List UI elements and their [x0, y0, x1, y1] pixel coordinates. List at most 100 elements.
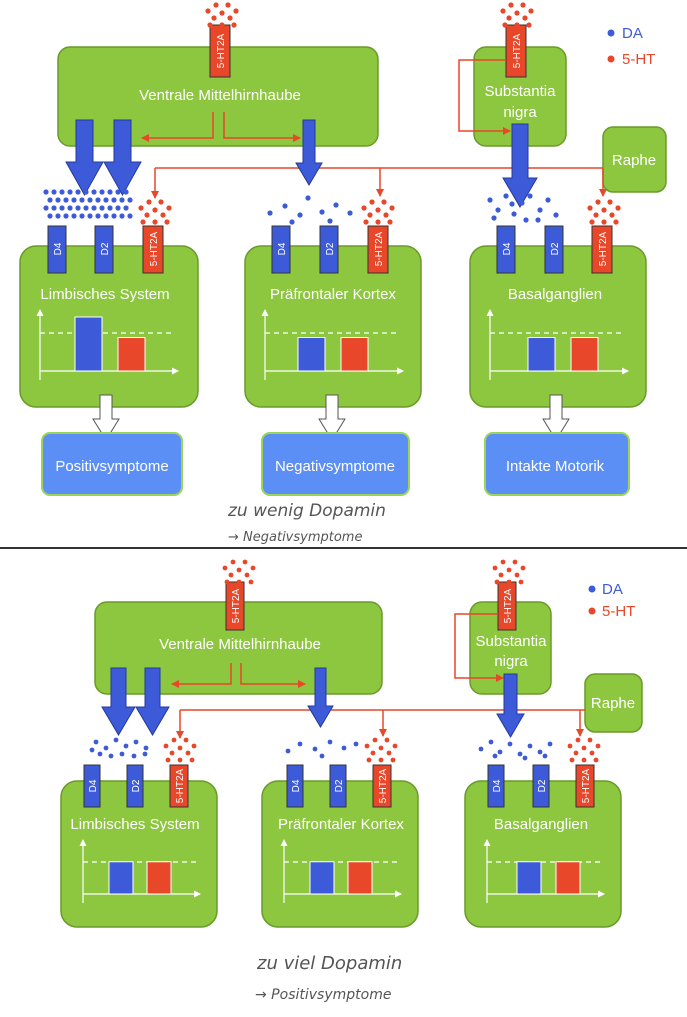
serotonin-dot: [228, 572, 234, 578]
serotonin-dot: [205, 8, 211, 14]
serotonin-dot: [177, 757, 183, 763]
vta-ht2a-receptor-bottom: [225, 581, 245, 631]
serotonin-dot: [160, 212, 166, 218]
dopamine-dot: [267, 210, 273, 216]
limbic-d4-receptor-bottom: [83, 764, 101, 808]
serotonin-dot: [575, 737, 581, 743]
serotonin-dot: [248, 579, 254, 585]
serotonin-dot: [601, 207, 607, 213]
prefrontal-ht2a-label-bottom: 5-HT2A: [378, 768, 389, 803]
vta-label-bottom: Ventrale Mittelhirnhaube: [159, 636, 321, 653]
output-basal-label: Intakte Motorik: [506, 458, 605, 475]
serotonin-dot: [506, 567, 512, 573]
serotonin-dot: [213, 2, 219, 8]
prefrontal-d2-label-bottom: D2: [334, 779, 345, 792]
top-chart-axes: [36, 309, 629, 380]
prefrontal-d2-receptor: [319, 225, 339, 274]
serotonin-dot: [236, 567, 242, 573]
serotonin-dot: [607, 199, 613, 205]
raphe-label-bottom: Raphe: [591, 695, 635, 712]
serotonin-dot: [384, 737, 390, 743]
serotonin-dot: [177, 745, 183, 751]
dopamine-dot: [478, 746, 484, 752]
serotonin-dot: [593, 757, 599, 763]
basal-d4-label-bottom: D4: [492, 779, 503, 792]
serotonin-dot: [500, 559, 506, 565]
serotonin-dot: [518, 579, 524, 585]
sn-ht2a-label: 5-HT2A: [512, 33, 523, 68]
limbic-d2-label-bottom: D2: [131, 779, 142, 792]
vta-limbic-arrow-2-bottom: [135, 667, 170, 736]
dopamine-dot: [523, 217, 529, 223]
serotonin-dot: [593, 212, 599, 218]
serotonin-dot: [498, 572, 504, 578]
serotonin-dot: [567, 743, 573, 749]
serotonin-dot: [363, 219, 369, 225]
serotonin-dot: [381, 199, 387, 205]
serotonin-dot: [191, 743, 197, 749]
bottom-receptors: D4 D2 5-HT2A D4 D2 5-HT2A D4 D2 5-HT2A: [83, 764, 595, 808]
legend: DA 5-HT: [607, 25, 655, 68]
positivsymptome-box: [41, 432, 183, 496]
dopamine-dot: [285, 748, 291, 754]
serotonin-dot: [231, 22, 237, 28]
dopamine-dot: [67, 189, 73, 195]
dopamine-dot: [507, 741, 513, 747]
serotonin-dot: [392, 743, 398, 749]
raphe-box-bottom: [584, 673, 643, 733]
serotonin-dot: [387, 219, 393, 225]
dopamine-dot: [59, 205, 65, 211]
limbic-d2-label: D2: [100, 242, 111, 255]
dopamine-dot: [142, 751, 148, 757]
substantia-label-line2-bottom: nigra: [494, 653, 528, 670]
bottom-bars: [108, 861, 581, 895]
dopamine-dot: [547, 741, 553, 747]
prefrontal-d4-label-bottom: D4: [291, 779, 302, 792]
dopamine-dot: [319, 209, 325, 215]
dopamine-dot: [87, 213, 93, 219]
dopamine-dot: [353, 741, 359, 747]
serotonin-dot: [492, 565, 498, 571]
dopamine-dot: [535, 217, 541, 223]
dopamine-dot: [79, 213, 85, 219]
legend-ht-label: 5-HT: [622, 51, 655, 68]
serotonin-dot: [514, 572, 520, 578]
serotonin-dot: [138, 205, 144, 211]
basal-d2-receptor-bottom: [532, 764, 550, 808]
serotonin-dot: [514, 10, 520, 16]
prefrontal-ht2a-receptor-bottom: [372, 764, 392, 808]
serotonin-dot: [366, 757, 372, 763]
sn-red-loop: [458, 59, 511, 135]
serotonin-dot: [207, 22, 213, 28]
dopamine-dot: [93, 739, 99, 745]
top-note-line2: → Negativsymptome: [228, 530, 362, 545]
vta-red-loop-right-bottom: [240, 663, 306, 688]
dopamine-dot: [107, 189, 113, 195]
dopamine-dot: [43, 205, 49, 211]
dopamine-dot: [107, 205, 113, 211]
top-prefrontal-ht-bar: [340, 337, 369, 372]
dopamine-dot: [83, 189, 89, 195]
serotonin-dot: [506, 579, 512, 585]
serotonin-dot: [506, 15, 512, 21]
dopamine-dot: [333, 202, 339, 208]
serotonin-dot: [250, 565, 256, 571]
basal-d4-label: D4: [502, 242, 513, 255]
dopamine-dot: [89, 747, 95, 753]
serotonin-dot: [502, 22, 508, 28]
serotonin-dot: [233, 8, 239, 14]
serotonin-dot: [163, 743, 169, 749]
bottom-note-line2: → Positivsymptome: [255, 987, 391, 1003]
serotonin-dot: [369, 199, 375, 205]
prefrontal-d2-label: D2: [325, 242, 336, 255]
dopamine-dot: [341, 745, 347, 751]
serotonin-dot: [164, 219, 170, 225]
serotonin-dot: [152, 207, 158, 213]
bottom-prefrontal-ht-bar: [347, 861, 373, 895]
serotonin-dot: [390, 757, 396, 763]
serotonin-dot: [185, 750, 191, 756]
dopamine-dot: [115, 189, 121, 195]
serotonin-dot: [569, 757, 575, 763]
vta-red-loop-left-bottom: [171, 663, 232, 688]
